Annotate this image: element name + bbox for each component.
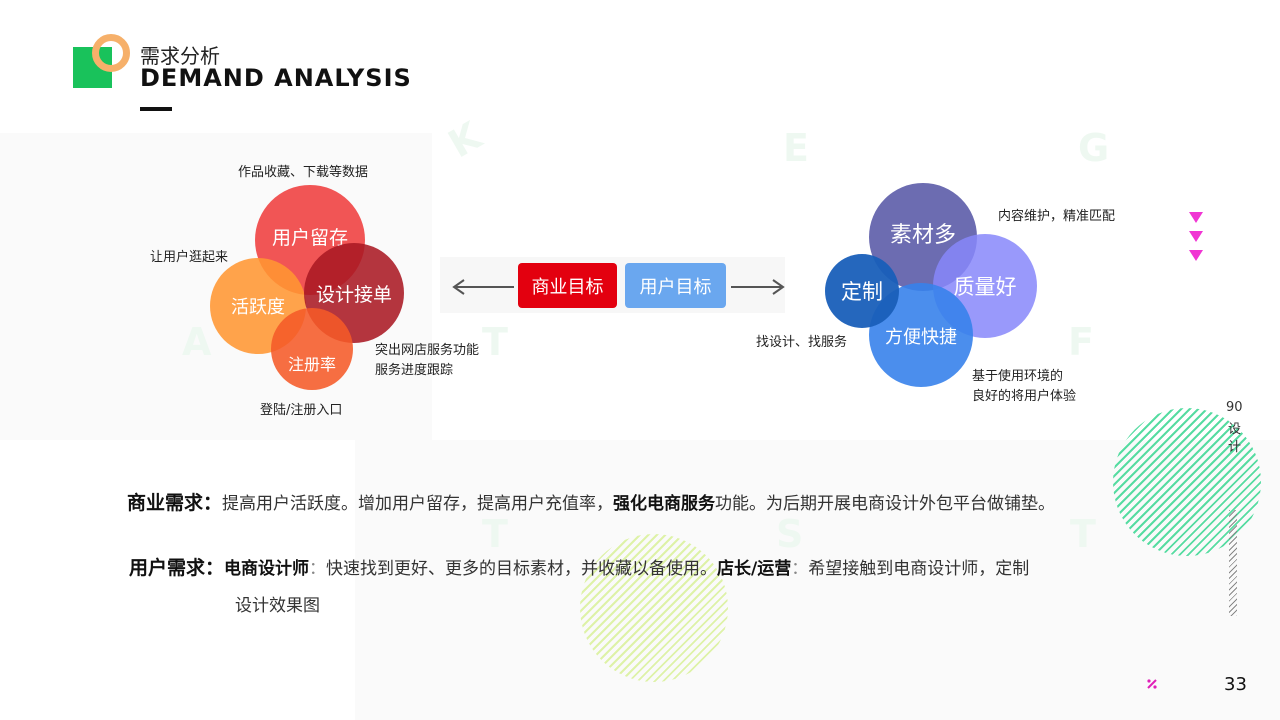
role-shop-owner: 店长/运营 <box>717 559 792 579</box>
circle-label: 定制 <box>841 280 883 304</box>
background-letter: T <box>482 320 508 364</box>
background-letter: E <box>783 126 809 170</box>
user-requirement-continued: 设计效果图 <box>235 596 320 616</box>
brand-number: 90 <box>1226 400 1243 415</box>
annotation-right-line2: 服务进度跟踪 <box>375 363 454 378</box>
brand-char: 计 <box>1228 440 1242 455</box>
circle-label: 注册率 <box>287 355 336 374</box>
annotation-top: 内容维护，精准匹配 <box>998 209 1116 224</box>
circle-label: 设计接单 <box>315 283 392 306</box>
designer-need: 快速找到更好、更多的目标素材，并收藏以备使用。 <box>326 559 718 579</box>
user-requirement: 用户需求：电商设计师：快速找到更好、更多的目标素材，并收藏以备使用。店长/运营：… <box>129 553 1029 580</box>
separator: ： <box>791 559 809 579</box>
circle-label: 用户留存 <box>271 227 348 249</box>
circle-registration-rate: 注册率 <box>271 308 353 390</box>
circle-label: 质量好 <box>953 275 1017 299</box>
circle-label: 素材多 <box>889 223 956 248</box>
percent-icon <box>1147 679 1157 689</box>
circle-label: 方便快捷 <box>885 327 957 348</box>
annotation-left: 找设计、找服务 <box>756 335 848 350</box>
annotation-top: 作品收藏、下载等数据 <box>238 165 369 180</box>
annotation-bottom: 登陆/注册入口 <box>260 403 343 418</box>
page-number: 33 <box>1224 674 1247 695</box>
business-requirement-label: 商业需求： <box>127 492 223 514</box>
arrow-left-icon <box>452 279 465 295</box>
annotation-left: 让用户逛起来 <box>150 250 229 265</box>
triangle-down-icon <box>1189 212 1203 223</box>
decorative-lime-circle <box>580 534 728 682</box>
shop-owner-need: 希望接触到电商设计师，定制 <box>808 559 1030 579</box>
business-requirement: 商业需求：提高用户活跃度。增加用户留存，提高用户充值率，强化电商服务功能。为后期… <box>127 488 1055 515</box>
user-goal-button[interactable]: 用户目标 <box>625 263 726 308</box>
background-letter: K <box>440 113 489 167</box>
business-requirement-strong: 强化电商服务 <box>613 494 716 514</box>
background-letter: F <box>1068 320 1094 364</box>
logo-ring <box>92 34 130 72</box>
background-letter: T <box>1070 512 1096 556</box>
circle-label: 活跃度 <box>231 297 285 318</box>
background-letter: T <box>482 512 508 556</box>
page-title-cn: 需求分析 <box>140 44 220 68</box>
right-arrow-line <box>731 286 781 288</box>
background-letter: G <box>1078 126 1110 170</box>
brand-hatch-line <box>1229 510 1237 616</box>
role-designer: 电商设计师 <box>224 559 310 579</box>
separator: ： <box>309 559 327 579</box>
triangle-down-icon <box>1189 231 1203 242</box>
annotation-bottom-line2: 良好的将用户体验 <box>972 389 1077 404</box>
business-requirement-text: 提高用户活跃度。增加用户留存，提高用户充值率， <box>222 494 614 514</box>
background-letter: A <box>182 320 212 364</box>
business-requirement-text-end: 功能。为后期开展电商设计外包平台做铺垫。 <box>715 494 1056 514</box>
user-requirement-label: 用户需求： <box>129 557 225 579</box>
brand-char: 设 <box>1228 422 1242 437</box>
circle-good-quality: 质量好 <box>933 234 1037 338</box>
annotation-right-line1: 突出网店服务功能 <box>375 343 480 358</box>
background-letter: S <box>776 512 804 556</box>
title-underline <box>140 107 172 111</box>
annotation-bottom-line1: 基于使用环境的 <box>972 369 1064 384</box>
triangle-down-icon <box>1189 250 1203 261</box>
left-arrow-line <box>456 286 514 288</box>
circle-customize: 定制 <box>825 254 899 328</box>
arrow-right-icon <box>772 279 785 295</box>
page-title-en: DEMAND ANALYSIS <box>140 64 412 92</box>
business-goal-button[interactable]: 商业目标 <box>518 263 617 308</box>
